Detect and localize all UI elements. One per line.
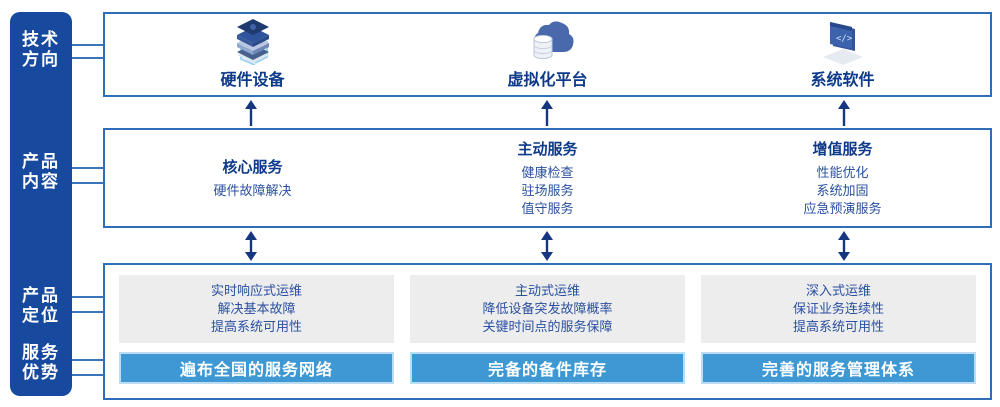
tech-item-hardware: 硬件设备 (105, 14, 400, 95)
service-title: 增值服务 (812, 141, 873, 158)
service-item: 值守服务 (521, 201, 574, 216)
software-window-icon: </> (822, 22, 863, 65)
up-arrow-row (103, 99, 992, 126)
sidebar-label-line: 产品 (22, 286, 60, 305)
positioning-line: 提高系统可用性 (210, 319, 302, 334)
positioning-column-indepth: 深入式运维 保证业务连续性 提高系统可用性 完善的服务管理体系 (701, 275, 976, 384)
positioning-panel: 实时响应式运维 解决基本故障 提高系统可用性 (119, 275, 394, 343)
service-column-value-added: 增值服务 性能优化 系统加固 应急预演服务 (695, 130, 990, 226)
advantage-bar: 遍布全国的服务网络 (119, 352, 394, 384)
tech-item-virtualization: 虚拟化平台 (400, 14, 695, 95)
up-arrow-icon (541, 99, 554, 126)
tech-item-label: 虚拟化平台 (507, 72, 588, 89)
service-item: 健康检查 (521, 165, 574, 180)
arrow-cell (103, 231, 399, 261)
server-stack-icon (236, 19, 269, 65)
sidebar: 技术 方向 产品 内容 产品 定位 服务 优势 (10, 12, 72, 396)
service-title: 主动服务 (517, 141, 578, 158)
tech-item-label: 系统软件 (810, 72, 875, 89)
sidebar-label-line: 方向 (22, 50, 60, 69)
sidebar-label-product-positioning: 产品 定位 (10, 286, 72, 326)
positioning-panel: 深入式运维 保证业务连续性 提高系统可用性 (701, 275, 976, 343)
positioning-line: 深入式运维 (805, 283, 871, 298)
service-item: 硬件故障解决 (213, 183, 292, 198)
tech-direction-box: 硬件设备 虚拟化平台 </> (103, 12, 992, 97)
positioning-line: 解决基本故障 (217, 301, 296, 316)
sidebar-label-line: 定位 (22, 306, 60, 325)
arrow-cell (696, 99, 992, 126)
product-content-box: 核心服务 硬件故障解决 主动服务 健康检查 驻场服务 值守服务 增值服务 性能优… (103, 128, 992, 228)
double-arrow-icon (245, 231, 258, 261)
up-arrow-icon (837, 99, 850, 126)
sidebar-label-line: 产品 (22, 152, 60, 171)
svg-text:</>: </> (836, 34, 853, 44)
positioning-line: 降低设备突发故障概率 (482, 301, 613, 316)
service-item: 应急预演服务 (803, 201, 882, 216)
sidebar-label-line: 服务 (22, 343, 60, 362)
sidebar-label-line: 优势 (22, 363, 60, 382)
tech-item-label: 硬件设备 (220, 72, 285, 89)
advantage-bar: 完善的服务管理体系 (701, 352, 976, 384)
service-item: 性能优化 (816, 165, 869, 180)
connector-line (72, 182, 103, 184)
connector-line (72, 167, 103, 169)
positioning-panel: 主动式运维 降低设备突发故障概率 关键时间点的服务保障 (410, 275, 685, 343)
connector-line (72, 311, 103, 313)
double-arrow-icon (541, 231, 554, 261)
advantage-bar: 完备的备件库存 (410, 352, 685, 384)
up-arrow-icon (245, 99, 258, 126)
arrow-cell (399, 231, 695, 261)
tech-item-system-software: </> 系统软件 (695, 14, 990, 95)
service-column-core: 核心服务 硬件故障解决 (105, 130, 400, 226)
connector-line (72, 44, 103, 46)
service-title: 核心服务 (222, 159, 283, 176)
double-arrow-icon (837, 231, 850, 261)
sidebar-label-service-advantage: 服务 优势 (10, 343, 72, 383)
arrow-cell (399, 99, 695, 126)
sidebar-label-product-content: 产品 内容 (10, 152, 72, 192)
arrow-cell (103, 99, 399, 126)
connector-line (72, 296, 103, 298)
positioning-line: 实时响应式运维 (210, 283, 302, 298)
positioning-line: 保证业务连续性 (792, 301, 884, 316)
service-column-proactive: 主动服务 健康检查 驻场服务 值守服务 (400, 130, 695, 226)
connector-line (72, 359, 103, 361)
connector-line (72, 57, 103, 59)
product-positioning-box: 实时响应式运维 解决基本故障 提高系统可用性 遍布全国的服务网络 主动式运维 降… (103, 263, 992, 400)
arrow-cell (696, 231, 992, 261)
service-item: 驻场服务 (521, 183, 574, 198)
positioning-column-proactive: 主动式运维 降低设备突发故障概率 关键时间点的服务保障 完备的备件库存 (410, 275, 685, 384)
positioning-line: 提高系统可用性 (792, 319, 884, 334)
positioning-column-realtime: 实时响应式运维 解决基本故障 提高系统可用性 遍布全国的服务网络 (119, 275, 394, 384)
cloud-platform-icon (533, 21, 573, 60)
positioning-line: 关键时间点的服务保障 (482, 319, 613, 334)
sidebar-label-line: 内容 (22, 172, 60, 191)
double-arrow-row (103, 231, 992, 261)
sidebar-label-line: 技术 (22, 30, 60, 49)
connector-line (72, 374, 103, 376)
positioning-line: 主动式运维 (514, 283, 580, 298)
service-item: 系统加固 (816, 183, 869, 198)
sidebar-label-tech-direction: 技术 方向 (10, 30, 72, 70)
